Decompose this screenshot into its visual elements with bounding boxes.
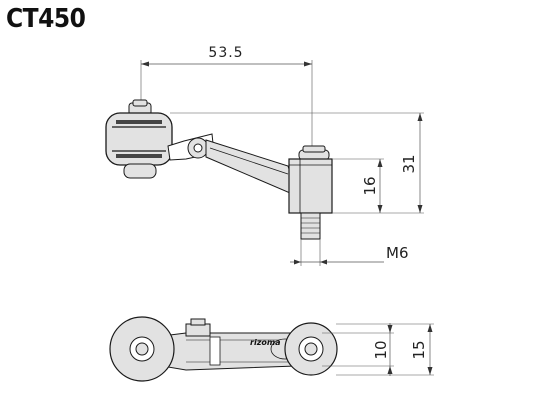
ball-joint (105, 99, 173, 179)
dim-label-thread: M6 (386, 244, 409, 262)
plan-view (109, 316, 434, 382)
dim-label-width: 53.5 (208, 45, 243, 61)
side-view (105, 60, 424, 266)
dim-label-plan-inner: 10 (372, 340, 390, 359)
brand-logo: rizoma (250, 338, 281, 347)
linkage-arm (167, 133, 295, 194)
dim-label-plan-outer: 15 (410, 340, 428, 359)
mount-block (288, 145, 333, 240)
product-title: CT450 (6, 4, 86, 34)
dim-label-lower-height: 16 (361, 176, 379, 195)
dim-label-total-height: 31 (400, 154, 418, 173)
